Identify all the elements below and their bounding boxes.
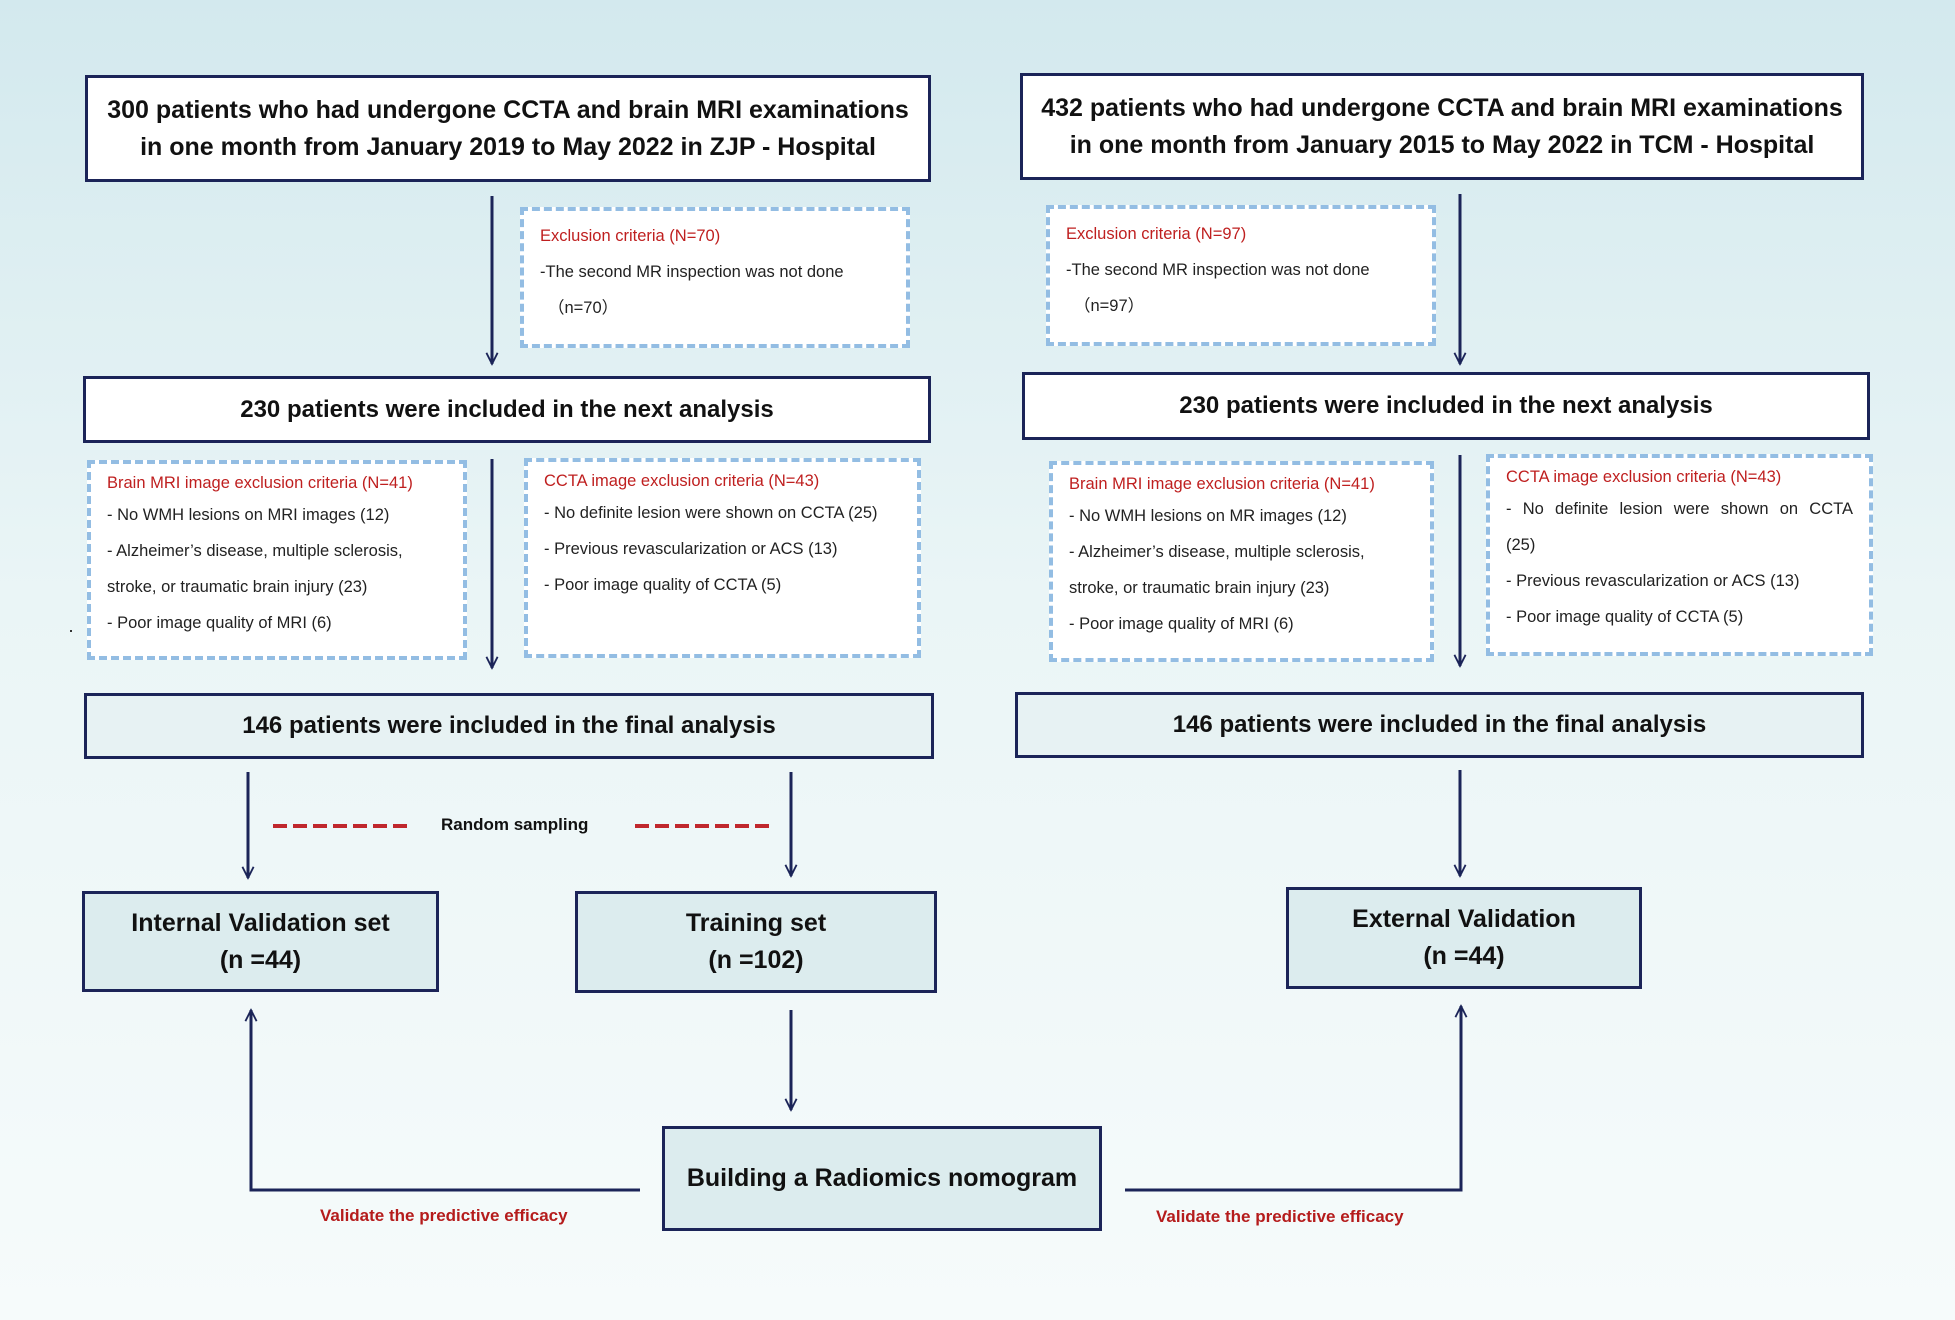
right-final-text: 146 patients were included in the final … (1172, 711, 1707, 738)
right-mri-criteria-line-2: - Alzheimer’s disease, multiple sclerosi… (1069, 543, 1365, 561)
left-included-text: 230 patients were included in the next a… (240, 395, 774, 423)
right-exclusion-line-2: （n=97） (1074, 297, 1145, 315)
left-mri-criteria-line-4: - Poor image quality of MRI (6) (107, 614, 332, 632)
left-source-box: 300 patients who had undergone CCTA and … (85, 75, 931, 182)
right-final-box: 146 patients were included in the final … (1015, 692, 1864, 758)
right-ccta-criteria-title: CCTA image exclusion criteria (N=43) (1506, 468, 1782, 486)
training-set-box: Training set (n =102) (575, 891, 937, 993)
left-ccta-criteria-box: CCTA image exclusion criteria (N=43) - N… (524, 458, 921, 658)
left-exclusion-line-2: （n=70） (548, 299, 619, 317)
left-included-box: 230 patients were included in the next a… (83, 376, 931, 443)
validate-label-left: Validate the predictive efficacy (320, 1206, 568, 1225)
internal-validation-title: Internal Validation set (131, 908, 390, 937)
left-mri-criteria-box: Brain MRI image exclusion criteria (N=41… (87, 460, 467, 660)
left-final-box: 146 patients were included in the final … (84, 693, 934, 759)
arrow-nomogram-to-internal (251, 1010, 640, 1192)
right-source-line-2: in one month from January 2015 to May 20… (1069, 130, 1815, 159)
right-exclusion-criteria-box: Exclusion criteria (N=97) -The second MR… (1046, 205, 1436, 346)
training-set-count: (n =102) (708, 946, 804, 974)
left-final-text: 146 patients were included in the final … (242, 712, 776, 739)
training-set-title: Training set (685, 909, 827, 937)
right-mri-criteria-line-1: - No WMH lesions on MR images (12) (1069, 507, 1347, 525)
left-mri-criteria-title: Brain MRI image exclusion criteria (N=41… (107, 474, 413, 492)
right-exclusion-line-1: -The second MR inspection was not done (1066, 261, 1370, 279)
right-mri-criteria-box: Brain MRI image exclusion criteria (N=41… (1049, 461, 1434, 662)
left-mri-criteria-line-3: stroke, or traumatic brain injury (23) (107, 578, 368, 596)
left-exclusion-line-1: -The second MR inspection was not done (540, 263, 844, 281)
random-sampling-label: Random sampling (441, 815, 589, 834)
arrow-nomogram-to-external (1125, 1006, 1461, 1192)
right-mri-criteria-line-4: - Poor image quality of MRI (6) (1069, 615, 1294, 633)
right-ccta-criteria-box: CCTA image exclusion criteria (N=43) - N… (1486, 454, 1873, 656)
right-included-box: 230 patients were included in the next a… (1022, 372, 1870, 440)
right-ccta-criteria-line-2: (25) (1506, 536, 1536, 554)
left-source-line-1: 300 patients who had undergone CCTA and … (107, 95, 909, 124)
right-exclusion-title: Exclusion criteria (N=97) (1066, 225, 1247, 243)
left-ccta-criteria-line-1: - No definite lesion were shown on CCTA … (544, 504, 878, 522)
external-validation-box: External Validation (n =44) (1286, 887, 1642, 989)
right-ccta-criteria-line-3: - Previous revascularization or ACS (13) (1506, 572, 1800, 590)
right-mri-criteria-title: Brain MRI image exclusion criteria (N=41… (1069, 475, 1375, 493)
left-ccta-criteria-title: CCTA image exclusion criteria (N=43) (544, 472, 820, 490)
left-exclusion-title: Exclusion criteria (N=70) (540, 227, 721, 245)
validate-label-right: Validate the predictive efficacy (1156, 1207, 1404, 1226)
left-mri-criteria-line-2: - Alzheimer’s disease, multiple sclerosi… (107, 542, 403, 560)
right-source-box: 432 patients who had undergone CCTA and … (1020, 73, 1864, 180)
right-source-line-1: 432 patients who had undergone CCTA and … (1041, 93, 1843, 122)
left-ccta-criteria-line-2: - Previous revascularization or ACS (13) (544, 540, 838, 558)
right-included-text: 230 patients were included in the next a… (1179, 392, 1713, 419)
right-mri-criteria-line-3: stroke, or traumatic brain injury (23) (1069, 579, 1330, 597)
external-validation-title: External Validation (1352, 905, 1576, 933)
right-ccta-criteria-line-1: - No definite lesion were shown on CCTA (1506, 500, 1853, 518)
internal-validation-count: (n =44) (219, 945, 302, 974)
left-ccta-criteria-line-3: - Poor image quality of CCTA (5) (544, 576, 782, 594)
external-validation-count: (n =44) (1423, 942, 1505, 970)
right-ccta-criteria-line-4: - Poor image quality of CCTA (5) (1506, 608, 1744, 626)
nomogram-text: Building a Radiomics nomogram (686, 1164, 1078, 1192)
left-mri-criteria-line-1: - No WMH lesions on MRI images (12) (107, 506, 390, 524)
nomogram-box: Building a Radiomics nomogram (662, 1126, 1102, 1231)
left-source-line-2: in one month from January 2019 to May 20… (140, 132, 876, 161)
stray-dot (70, 630, 72, 632)
left-exclusion-criteria-box: Exclusion criteria (N=70) -The second MR… (520, 207, 910, 348)
internal-validation-box: Internal Validation set (n =44) (82, 891, 439, 992)
